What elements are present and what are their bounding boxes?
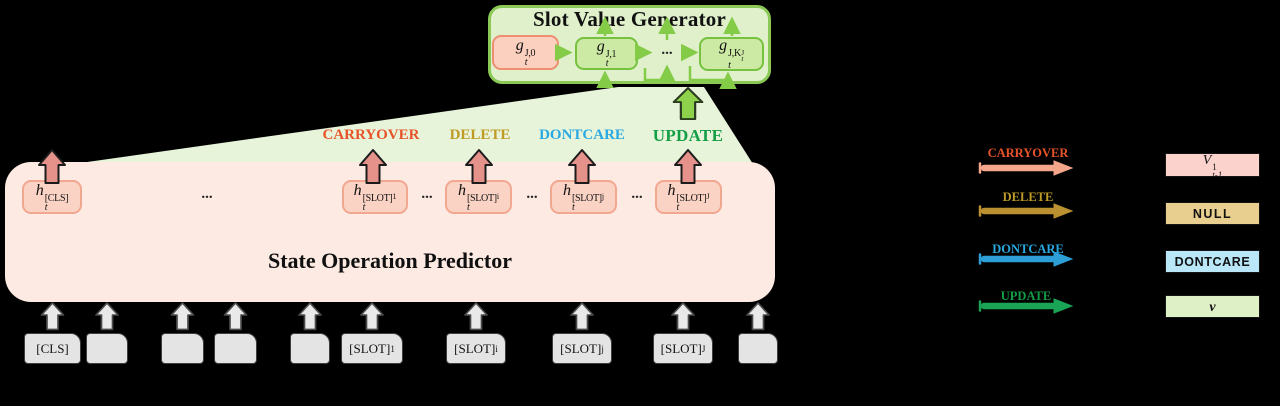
input-token-blank bbox=[290, 333, 330, 364]
input-arrow-3 bbox=[170, 302, 195, 331]
input-arrow-5 bbox=[298, 302, 322, 331]
slot-value-generator-title: Slot Value Generator bbox=[533, 7, 726, 31]
legend-value-v: v bbox=[1165, 295, 1260, 318]
input-token-blank bbox=[161, 333, 204, 364]
input-token-cls: [CLS] bbox=[24, 333, 81, 364]
input-token-blank bbox=[738, 333, 778, 364]
input-arrow-2 bbox=[95, 302, 119, 331]
update-to-generator-arrow bbox=[672, 86, 704, 121]
input-arrow-1 bbox=[40, 302, 65, 331]
input-token-slot-1: [SLOT]1 bbox=[341, 333, 403, 364]
legend-op-delete: DELETE bbox=[1002, 190, 1054, 204]
input-arrow-6 bbox=[360, 302, 384, 331]
input-arrow-8 bbox=[570, 302, 594, 331]
operation-label-carryover: CARRYOVER bbox=[322, 127, 420, 143]
legend-value-dontcare: DONTCARE bbox=[1165, 250, 1260, 273]
input-arrow-9 bbox=[671, 302, 695, 331]
hidden-ellipsis-2: ... bbox=[421, 186, 433, 202]
operation-label-delete: DELETE bbox=[449, 127, 511, 143]
hidden-state-cls: h[CLS]t bbox=[22, 180, 82, 214]
hidden-ellipsis-4: ... bbox=[631, 186, 643, 202]
state-operation-predictor-title: State Operation Predictor bbox=[268, 248, 512, 273]
generator-ellipsis: ... bbox=[661, 42, 673, 58]
legend-arrowhead-carryover bbox=[1053, 160, 1074, 176]
operation-label-update: UPDATE bbox=[652, 126, 724, 145]
input-arrow-7 bbox=[464, 302, 488, 331]
legend-value-null: NULL bbox=[1165, 202, 1260, 225]
funnel-shape bbox=[73, 87, 753, 164]
input-token-slot-i: [SLOT]i bbox=[446, 333, 506, 364]
input-token-blank bbox=[86, 333, 128, 364]
input-arrow-4 bbox=[223, 302, 248, 331]
input-token-slot-j: [SLOT]j bbox=[552, 333, 612, 364]
legend-op-dontcare: DONTCARE bbox=[992, 242, 1064, 256]
legend-op-carryover: CARRYOVER bbox=[987, 146, 1069, 160]
hidden-ellipsis-1: ... bbox=[201, 186, 213, 202]
legend-arrowhead-delete bbox=[1053, 203, 1074, 219]
legend-arrowhead-update bbox=[1053, 298, 1074, 314]
hidden-ellipsis-3: ... bbox=[526, 186, 538, 202]
input-token-slot-J: [SLOT]J bbox=[653, 333, 713, 364]
input-token-blank bbox=[214, 333, 257, 364]
input-arrow-10 bbox=[746, 302, 770, 331]
operation-label-dontcare: DONTCARE bbox=[539, 127, 625, 143]
legend-op-update: UPDATE bbox=[1000, 289, 1052, 303]
